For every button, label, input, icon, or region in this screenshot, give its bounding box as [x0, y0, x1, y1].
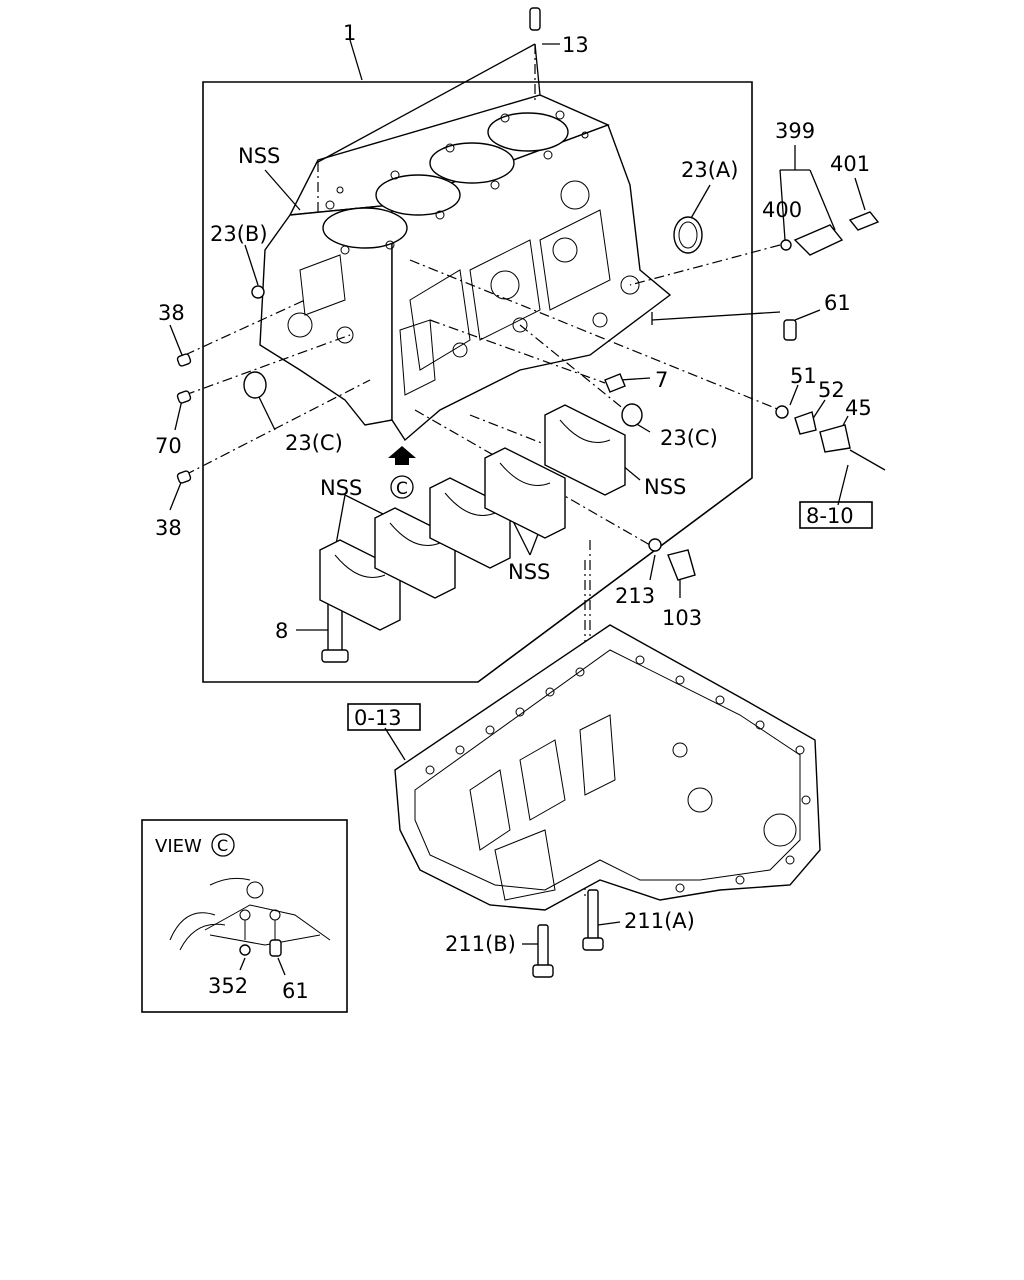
callout-213: 213 [615, 584, 655, 608]
callout-400: 400 [762, 198, 802, 222]
callout-nss-right: NSS [644, 475, 686, 499]
callout-399: 399 [775, 119, 815, 143]
cylinder-block-group-outline [202, 81, 753, 683]
callout-211b: 211(B) [445, 932, 516, 956]
small-parts [176, 7, 886, 978]
view-direction-arrow-icon [388, 446, 416, 465]
callout-38-top: 38 [158, 301, 185, 325]
callout-401: 401 [830, 152, 870, 176]
callout-211a: 211(A) [624, 909, 695, 933]
callout-45: 45 [845, 396, 872, 420]
callout-1: 1 [343, 21, 356, 45]
callout-51: 51 [790, 364, 817, 388]
callout-nss-left: NSS [320, 476, 362, 500]
callout-nss-top: NSS [238, 144, 280, 168]
callout-23a: 23(A) [681, 158, 738, 182]
callout-352: 352 [208, 974, 248, 998]
callout-38-bottom: 38 [155, 516, 182, 540]
callout-103: 103 [662, 606, 702, 630]
callout-23c-right: 23(C) [660, 426, 718, 450]
callout-8: 8 [275, 619, 288, 643]
ref-box-8-10 [799, 501, 873, 529]
cylinder-block-drawing [259, 94, 672, 442]
callout-13: 13 [562, 33, 589, 57]
inset-title: VIEW [155, 836, 202, 857]
callout-nss-bottom: NSS [508, 560, 550, 584]
lower-crankcase-drawing [394, 624, 821, 911]
ref-0-13-label: 0-13 [354, 706, 402, 730]
callout-70: 70 [155, 434, 182, 458]
callout-52: 52 [818, 378, 845, 402]
view-c-circle [390, 475, 414, 499]
inset-marker: C [217, 836, 228, 855]
callout-7: 7 [655, 368, 668, 392]
callout-labels: 1 13 NSS 23(A) 23(B) 399 401 400 61 38 7… [155, 21, 872, 1003]
callout-23b: 23(B) [210, 222, 268, 246]
view-c-marker-label: C [396, 479, 408, 499]
view-c-inset [141, 819, 348, 1013]
bearing-caps [319, 404, 626, 631]
callout-61-inset: 61 [282, 979, 309, 1003]
callout-23c-left: 23(C) [285, 431, 343, 455]
ref-box-0-13 [347, 703, 421, 731]
ref-8-10-label: 8-10 [806, 504, 854, 528]
callout-61-top: 61 [824, 291, 851, 315]
